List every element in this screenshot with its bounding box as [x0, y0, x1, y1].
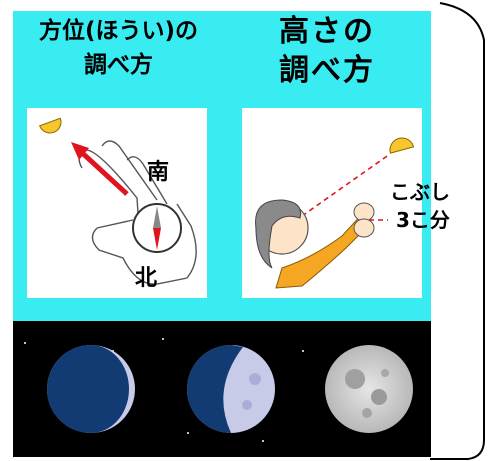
height-card: こぶし 3こ分 [242, 108, 450, 298]
south-label: 南 [147, 160, 170, 185]
child-measuring-illustration [255, 137, 415, 289]
half-moon-icon [39, 117, 62, 134]
fist-label-line2: 3こ分 [396, 208, 450, 232]
height-title: 高さの 調べ方 [232, 12, 422, 90]
full-moon-icon [325, 345, 413, 433]
compass-card: 南 北 [27, 108, 207, 298]
north-label: 北 [135, 266, 158, 291]
moon-phases-strip [13, 321, 431, 457]
half-moon-icon [389, 137, 415, 154]
direction-title: 方位(ほうい)の 調べ方 [16, 14, 221, 82]
direction-title-line2: 調べ方 [84, 52, 153, 78]
direction-title-line1: 方位(ほうい)の [38, 18, 199, 44]
fist-label-line1: こぶし [390, 180, 450, 204]
crescent-moon-icon [47, 345, 135, 433]
height-title-line2: 調べ方 [279, 53, 375, 88]
hand-compass-illustration [39, 117, 197, 285]
gibbous-moon-icon [187, 345, 275, 433]
height-title-line1: 高さの [279, 14, 375, 49]
